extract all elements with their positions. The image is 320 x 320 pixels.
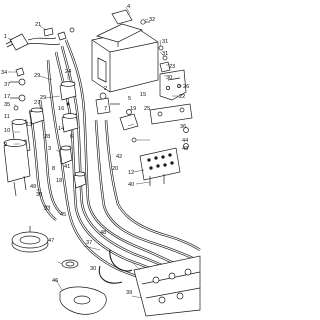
callout-11: 11: [4, 114, 10, 120]
callout-43: 43: [182, 146, 188, 152]
callout-25: 25: [144, 106, 150, 112]
callout-44: 44: [182, 138, 188, 144]
callout-19: 19: [130, 106, 136, 112]
harness-clips-top: [43, 27, 75, 41]
control-valve-e: [73, 171, 87, 189]
callout-22: 22: [179, 94, 185, 100]
callout-47: 47: [48, 238, 54, 244]
callout-46: 46: [52, 278, 58, 284]
callout-29: 29: [34, 73, 40, 79]
bottom-hose-loop: [98, 249, 133, 284]
callout-26: 26: [183, 84, 189, 90]
callout-38: 38: [36, 192, 42, 198]
callout-9: 9: [4, 142, 7, 148]
callout-29b: 29: [40, 95, 46, 101]
callout-27: 27: [34, 100, 40, 106]
callout-18: 18: [56, 178, 62, 184]
callout-49: 49: [30, 184, 36, 190]
callout-41: 41: [64, 164, 70, 170]
intake-port-block: [133, 255, 201, 317]
callout-14: 14: [58, 126, 64, 132]
callout-34: 34: [1, 70, 7, 76]
callout-45: 45: [60, 212, 66, 218]
callout-37b: 37: [86, 240, 92, 246]
callout-13: 13: [26, 122, 32, 128]
leader-lines: [7, 6, 182, 299]
small-valves-left: [10, 67, 26, 111]
right-bracket: [131, 103, 193, 149]
callout-15: 15: [140, 92, 146, 98]
coupler-plug: [5, 33, 61, 51]
callout-40: 40: [128, 182, 134, 188]
callout-31: 31: [162, 39, 168, 45]
callout-8: 8: [52, 166, 55, 172]
callout-6: 6: [70, 134, 73, 140]
bolt-top: [140, 19, 150, 25]
callout-2: 2: [104, 86, 107, 92]
rubber-ring: [61, 259, 79, 269]
callout-31b: 31: [162, 51, 168, 57]
callout-37: 37: [4, 82, 10, 88]
callout-12: 12: [128, 170, 134, 176]
callout-21: 21: [35, 22, 41, 28]
mount-bracket: [159, 69, 187, 101]
callout-24: 24: [65, 69, 71, 75]
callout-30b: 30: [90, 266, 96, 272]
callout-39: 39: [126, 290, 132, 296]
check-valve: [119, 109, 139, 131]
control-valve-b: [61, 113, 79, 133]
gasket-plate: [59, 286, 107, 315]
callout-35: 35: [4, 102, 10, 108]
callout-33: 33: [44, 206, 50, 212]
control-valve-c: [29, 107, 45, 125]
callout-32: 32: [149, 17, 155, 23]
callout-3: 3: [48, 146, 51, 152]
callout-labels: 4 32 31 21 1 31 24 23 29 30 34 26 22 37 …: [1, 4, 189, 296]
callout-1: 1: [4, 34, 7, 40]
callout-30: 30: [166, 75, 172, 81]
parts-diagram: 4 32 31 21 1 31 24 23 29 30 34 26 22 37 …: [1, 4, 201, 317]
callout-4: 4: [127, 4, 130, 10]
callout-5: 5: [128, 96, 131, 102]
callout-10: 10: [4, 128, 10, 134]
control-box: [91, 23, 159, 93]
callout-7: 7: [104, 106, 107, 112]
control-valve-d: [59, 145, 73, 165]
air-chamber: [11, 226, 49, 253]
callout-36: 36: [180, 124, 186, 130]
control-valve-a: [59, 81, 77, 106]
cover-plate: [111, 9, 133, 25]
callout-28: 28: [44, 134, 50, 140]
box-clips: [158, 45, 171, 73]
callout-42: 42: [116, 154, 122, 160]
callout-48: 48: [100, 230, 106, 236]
solenoid-valve: [95, 92, 120, 115]
charcoal-canister: [3, 119, 31, 197]
callout-17: 17: [4, 94, 10, 100]
callout-23: 23: [169, 64, 175, 70]
callout-20: 20: [112, 166, 118, 172]
callout-16: 16: [58, 106, 64, 112]
hose-manifold: [139, 147, 181, 186]
